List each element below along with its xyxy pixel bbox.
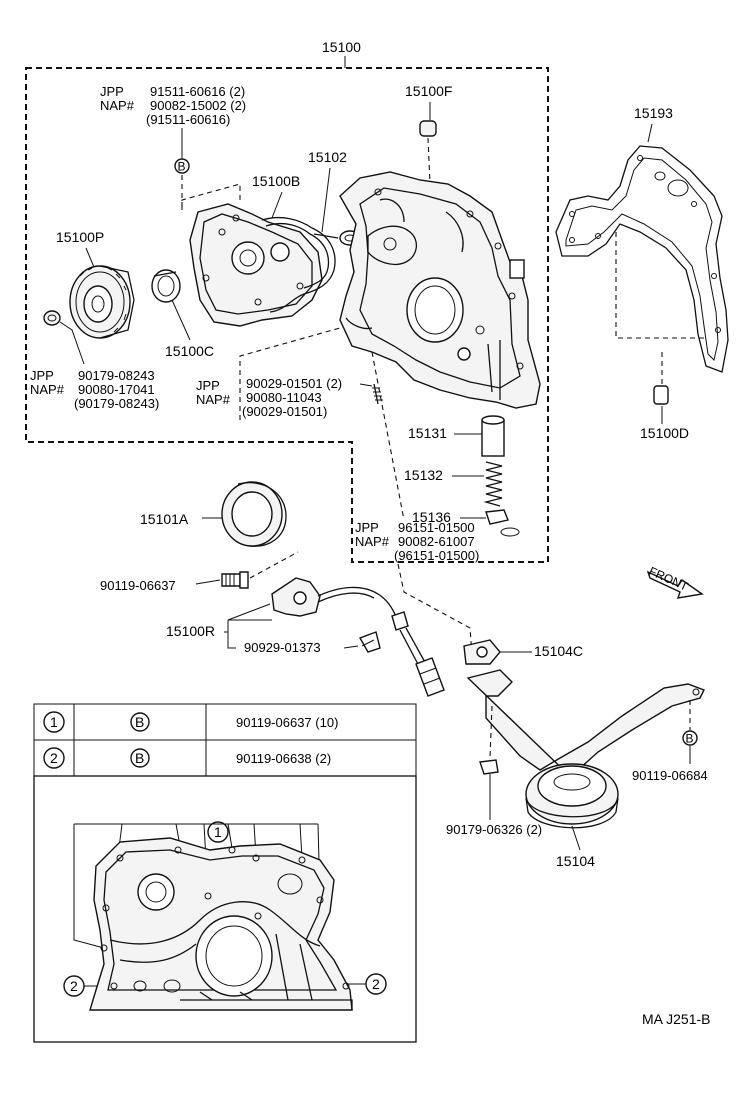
label-15100R: 15100R: [166, 623, 215, 639]
gasket-15193: [555, 145, 729, 373]
label-15102: 15102: [308, 149, 347, 165]
leader-15101A-dash: [239, 327, 341, 420]
snap-ring: [500, 527, 520, 537]
legend-row1-symbol: B: [135, 714, 144, 730]
plug-15100F: 15100F: [405, 83, 452, 231]
label-90179-06326: 90179-06326 (2): [446, 822, 542, 837]
legend-row2-num: 2: [50, 750, 58, 766]
pin-15100D: [653, 385, 669, 424]
callout-2-right: 2: [346, 973, 387, 995]
g1-jpp: JPP: [100, 84, 124, 99]
g1-v3: (91511-60616): [146, 112, 230, 127]
strainer-15104: [466, 669, 705, 829]
relief-valve-15131: 15131: [408, 415, 505, 457]
g3-nap: NAP#: [196, 392, 231, 407]
legend-row2-part: 90119-06638 (2): [236, 751, 331, 766]
label-15131: 15131: [408, 425, 447, 441]
label-90929-01373: 90929-01373: [244, 640, 321, 655]
group-90029-01501: JPP NAP# 90029-01501 (2) 90080-11043 (90…: [196, 376, 342, 419]
front-arrow: FRONT: [647, 564, 704, 599]
legend-table: 1 B 90119-06637 (10) 2 B 90119-06638 (2): [33, 703, 417, 777]
g3-v3: (90029-01501): [242, 404, 327, 419]
label-15100D: 15100D: [640, 425, 689, 441]
callout-2-right-text: 2: [372, 976, 380, 992]
g1-v2: 90082-15002 (2): [150, 98, 246, 113]
gear-15100P: [69, 265, 135, 339]
callout-2-left: 2: [63, 975, 112, 997]
label-15132: 15132: [404, 467, 443, 483]
pin-90029-01501: [359, 383, 383, 405]
g2-nap: NAP#: [30, 382, 65, 397]
oil-seal-15101A: [221, 481, 287, 547]
label-15100F: 15100F: [405, 83, 452, 99]
front-label: FRONT: [647, 564, 691, 594]
label-90119-06684: 90119-06684: [632, 768, 708, 783]
clip-90929-01373: [358, 631, 381, 653]
callout-2-left-text: 2: [70, 978, 78, 994]
gasket-15100B: [261, 216, 336, 313]
g2-v2: 90080-17041: [78, 382, 155, 397]
g4-v2: 90082-61007: [398, 534, 475, 549]
retainer-15136: 15136: [412, 509, 509, 525]
callout-1-text: 1: [214, 824, 222, 840]
g1-nap: NAP#: [100, 98, 135, 113]
seal-15100C: [151, 269, 191, 341]
assembly-15100-box: [25, 56, 549, 563]
bolt-b2-letter: B: [686, 732, 694, 746]
bolt-90119-06637: [195, 571, 249, 589]
group-96151-01500: JPP NAP# 96151-01500 90082-61007 (96151-…: [355, 520, 479, 563]
g2-v1: 90179-08243: [78, 368, 155, 383]
g2-v3: (90179-08243): [74, 396, 159, 411]
inset-pump-front-view: [89, 837, 353, 1011]
pump-cover-plate: [189, 203, 323, 327]
label-15136: 15136: [412, 509, 451, 525]
group-90179-08243: JPP NAP# 90179-08243 90080-17041 (90179-…: [30, 368, 159, 411]
g2-jpp: JPP: [30, 368, 54, 383]
legend-row1-num: 1: [50, 714, 58, 730]
gasket-15104C: [463, 639, 532, 665]
g4-nap: NAP#: [355, 534, 390, 549]
drawing-code: MA J251-B: [642, 1011, 710, 1027]
bolt-90179-06326: [479, 759, 499, 820]
g4-v1: 96151-01500: [398, 520, 475, 535]
label-90119-06637: 90119-06637: [100, 578, 176, 593]
label-15104C: 15104C: [534, 643, 583, 659]
pump-cover-dash: [181, 183, 241, 210]
bolt-b-letter: B: [178, 160, 186, 174]
spring-15132: 15132: [404, 461, 503, 507]
bolt-90179-08243: [43, 310, 85, 365]
g3-v1: 90029-01501 (2): [246, 376, 342, 391]
bolt-b-symbol: B: [174, 128, 190, 210]
group-91511-60616: JPP NAP# 91511-60616 (2) 90082-15002 (2)…: [100, 84, 246, 127]
label-15100P: 15100P: [56, 229, 104, 245]
label-15100B: 15100B: [252, 173, 300, 189]
g4-v3: (96151-01500): [394, 548, 479, 563]
label-15100C: 15100C: [165, 343, 214, 359]
g3-jpp: JPP: [196, 378, 220, 393]
g3-v2: 90080-11043: [246, 390, 322, 405]
label-15193: 15193: [634, 105, 673, 121]
callout-1: 1: [73, 821, 321, 949]
sensor-15100R: [271, 577, 445, 697]
g4-jpp: JPP: [355, 520, 379, 535]
inset-box: [33, 775, 417, 1043]
g1-v1: 91511-60616 (2): [150, 84, 245, 99]
bolt-b-90119-06684: B: [682, 700, 698, 764]
label-15104: 15104: [556, 853, 595, 869]
label-15100: 15100: [322, 39, 361, 55]
legend-row2-symbol: B: [135, 750, 144, 766]
legend-row1-part: 90119-06637 (10): [236, 715, 338, 730]
label-15101A: 15101A: [140, 511, 189, 527]
oil-pump-body: [339, 171, 541, 409]
